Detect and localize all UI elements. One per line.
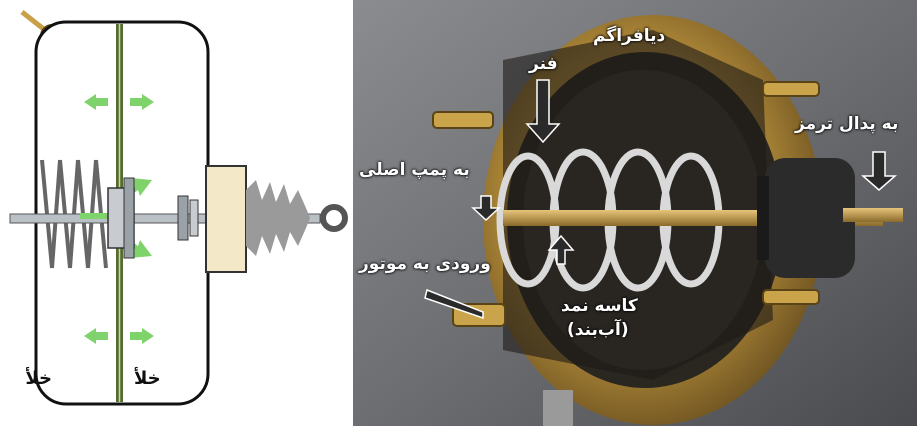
rear-housing xyxy=(206,166,246,272)
booster-schematic: خلأ خلأ xyxy=(0,0,350,426)
rubber-boot-photo xyxy=(757,158,855,278)
label-diaphragm: دیافراگم xyxy=(593,26,665,46)
label-to-master-pump: به پمپ اصلی xyxy=(359,160,470,180)
cutaway-svg xyxy=(353,0,917,426)
left-vacuum-label: خلأ xyxy=(25,367,52,389)
label-to-brake-pedal: به پدال ترمز xyxy=(795,114,898,134)
schematic-svg: خلأ خلأ xyxy=(0,0,350,426)
right-vacuum-label: خلأ xyxy=(134,367,161,389)
label-spring: فنر xyxy=(529,54,558,74)
label-engine-inlet: ورودی به موتور xyxy=(359,254,491,274)
label-seal-line2: (آب‌بند) xyxy=(567,320,629,340)
label-seal-line1: کاسه نمد xyxy=(561,296,638,316)
rubber-boot xyxy=(246,180,310,256)
booster-cutaway-photo: دیافراگم فنر به پدال ترمز به پمپ اصلی ور… xyxy=(353,0,917,426)
clevis-eye xyxy=(323,207,345,229)
